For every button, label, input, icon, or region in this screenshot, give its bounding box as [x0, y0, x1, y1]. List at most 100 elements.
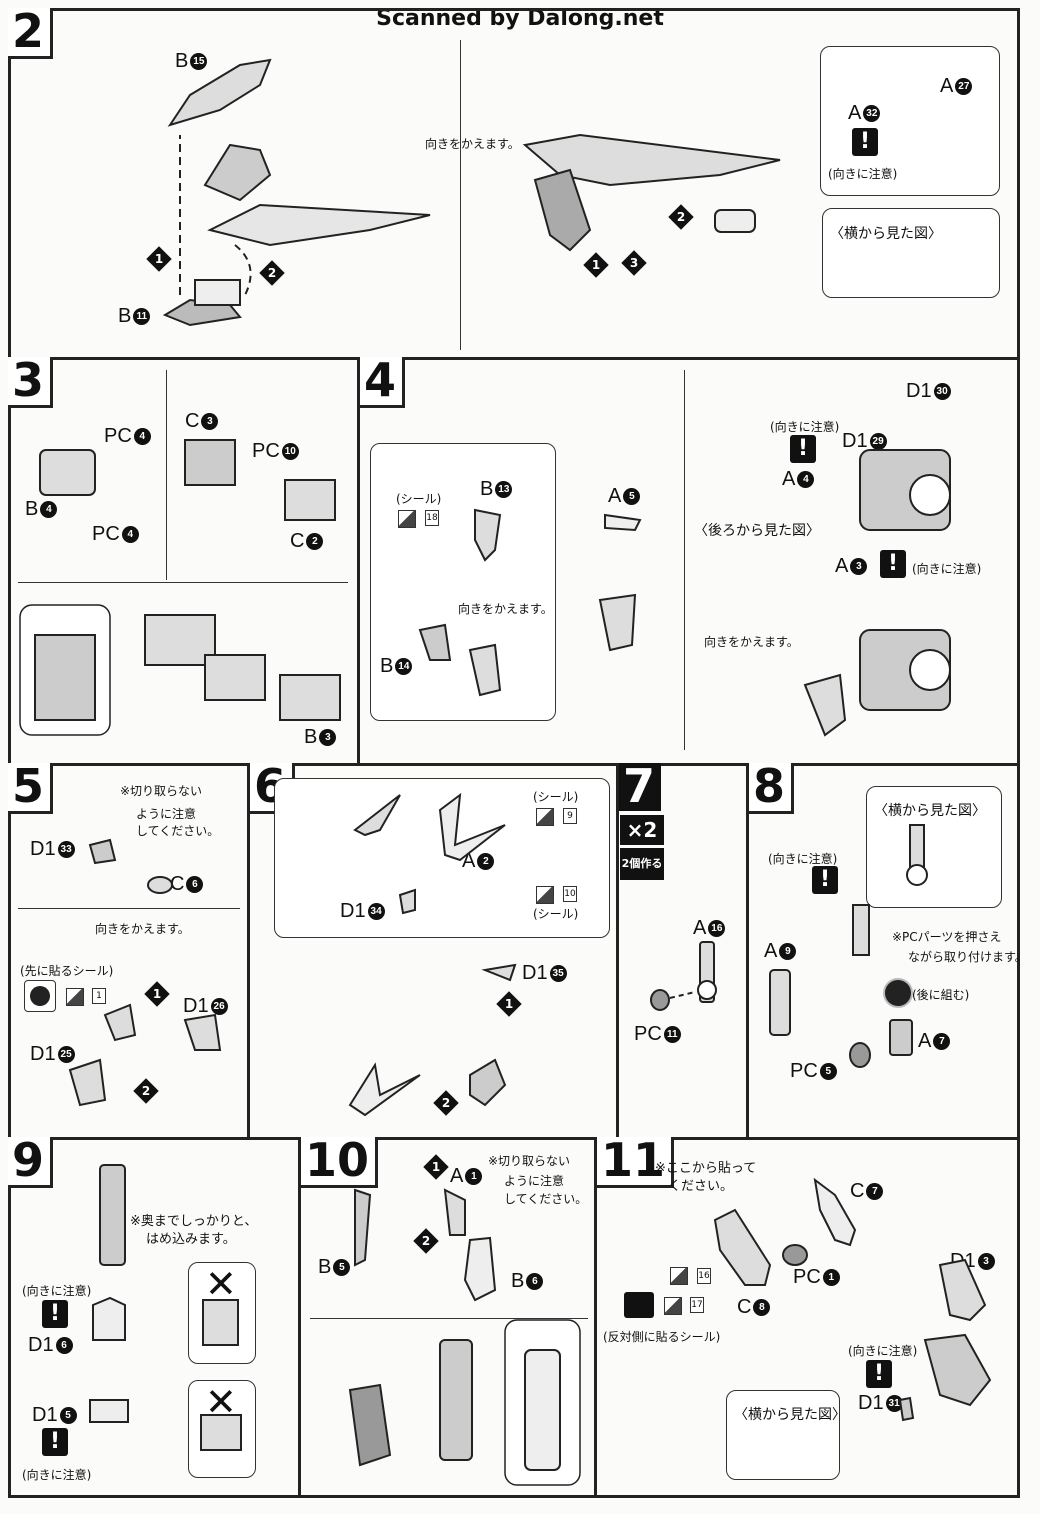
- step-order-marker: 2: [668, 204, 694, 230]
- caution-text: (向きに注意): [828, 167, 898, 181]
- back-view-title: 〈後ろから見た図〉: [694, 523, 820, 539]
- divider: [247, 763, 250, 1137]
- side-view-title: 〈横から見た図〉: [830, 226, 942, 242]
- step-number: 11: [597, 1137, 675, 1188]
- side-view-callout: [866, 786, 1002, 908]
- caution-text: (向きに注意): [22, 1284, 92, 1298]
- note-text: ように注意: [136, 807, 197, 821]
- caution-icon: !: [790, 435, 816, 463]
- sub-divider: [166, 370, 167, 580]
- step-order-marker: 1: [496, 991, 522, 1017]
- sticker-icon: [536, 808, 554, 826]
- divider: [616, 763, 619, 1137]
- sub-divider: [18, 582, 348, 583]
- wing-assembly-drawing: [522, 133, 781, 252]
- note-text: (後に組む): [912, 988, 970, 1002]
- step-number: 2: [8, 8, 54, 59]
- divider: [8, 763, 1020, 766]
- step-order-marker: 2: [259, 260, 285, 286]
- note-text: ※切り取らない: [488, 1154, 571, 1168]
- note-text: ※PCパーツを押さえ: [892, 930, 1002, 944]
- sticker-label: (シール): [396, 492, 442, 506]
- caution-text: (向きに注意): [22, 1468, 92, 1482]
- side-view-title: 〈横から見た図〉: [874, 803, 986, 819]
- step-number: 9: [8, 1137, 54, 1188]
- caution-icon: !: [880, 550, 906, 578]
- note-text: ながら取り付けます。: [908, 950, 1027, 964]
- side-view-callout: [726, 1390, 840, 1480]
- note-text: ※切り取らない: [120, 784, 203, 798]
- head-part-drawing: [68, 838, 222, 1107]
- leg-part-drawing: [89, 1164, 242, 1451]
- wing-part-drawing: [162, 58, 431, 327]
- caution-icon: !: [42, 1428, 68, 1456]
- note-text: してください。: [136, 824, 220, 838]
- sticker-preview: [24, 980, 56, 1012]
- sticker-label: (シール): [533, 907, 579, 921]
- step-number: 4: [360, 357, 406, 408]
- caution-icon: !: [866, 1360, 892, 1388]
- note-text: してください。: [504, 1192, 588, 1206]
- divider: [298, 1137, 301, 1498]
- note-text: 向きをかえます。: [704, 635, 799, 649]
- torso-part-drawing: [19, 439, 341, 736]
- sticker-icon: [670, 1267, 688, 1285]
- divider: [8, 357, 1020, 360]
- leg-armor-drawing: [348, 1188, 581, 1486]
- joint-part-drawing: [650, 941, 717, 1011]
- step-number: 8: [749, 763, 795, 814]
- sticker-number: 9: [563, 808, 577, 824]
- divider: [746, 763, 749, 1137]
- chest-part-drawing: [803, 449, 951, 737]
- divider: [8, 1137, 1020, 1140]
- antenna-part-drawing: [348, 792, 517, 1117]
- sticker-icon: [398, 510, 416, 528]
- shield-part-drawing: [418, 508, 642, 697]
- sticker-label: (反対側に貼るシール): [603, 1330, 721, 1344]
- divider: [357, 357, 360, 763]
- caution-icon: !: [42, 1300, 68, 1328]
- caution-text: (向きに注意): [770, 420, 840, 434]
- step-order-marker: 2: [133, 1078, 159, 1104]
- sticker-number: 1: [92, 988, 106, 1004]
- note-text: ※奥までしっかりと、: [130, 1214, 258, 1229]
- step-order-marker: 1: [423, 1154, 449, 1180]
- sticker-number: 10: [563, 886, 577, 902]
- step-number: 7: [619, 763, 662, 811]
- divider: [594, 1137, 597, 1498]
- caution-text: (向きに注意): [848, 1344, 918, 1358]
- caution-icon: !: [812, 866, 838, 894]
- later-step-icon: [883, 978, 913, 1008]
- sub-divider: [310, 1318, 588, 1319]
- sub-divider: [18, 908, 240, 909]
- flip-side-icon: [624, 1292, 654, 1318]
- side-view-callout: [822, 208, 1000, 298]
- step-order-marker: 2: [433, 1090, 459, 1116]
